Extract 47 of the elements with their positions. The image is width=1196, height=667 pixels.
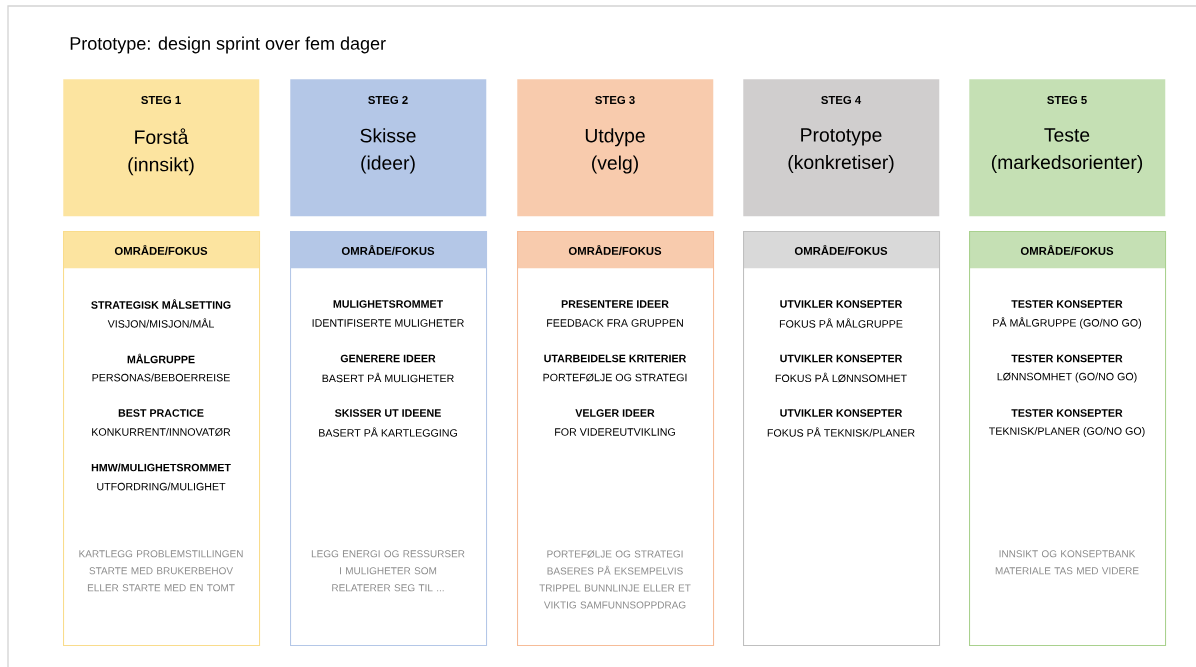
focus-heading: UTVIKLER KONSEPTER — [780, 409, 903, 417]
focus-detail: KONKURRENT/INNOVATØR — [92, 428, 231, 436]
focus-detail: FOR VIDEREUTVIKLING — [555, 428, 675, 436]
focus-heading: MULIGHETSROMMET — [333, 300, 443, 308]
note-text: INNSIKT OG KONSEPTBANK MATERIALE TAS MED VIDERE — [995, 550, 1139, 575]
focus-detail: PORTEFØLJE OG STRATEGI — [543, 373, 687, 382]
focus-detail: FOKUS PÅ TEKNISK/PLANER — [767, 427, 915, 437]
focus-heading: HMW/MULIGHETSROMMET — [91, 463, 231, 472]
focus-detail: LØNNSOMHET (GO/NO GO) — [997, 372, 1137, 383]
focus-detail: FOKUS PÅ MÅLGRUPPE — [779, 318, 903, 328]
focus-heading: BEST PRACTICE — [118, 409, 204, 417]
step-box: STEG 5 Teste (markedsorienter) — [969, 79, 1166, 217]
focus-detail: TEKNISK/PLANER (GO/NO GO) — [989, 427, 1145, 437]
focus-detail: BASERT PÅ MULIGHETER — [322, 372, 454, 383]
note-text: LEGG ENERGI OG RESSURSER I MULIGHETER SOM RELATERER SEG TIL ... — [311, 550, 465, 592]
focus-heading: UTVIKLER KONSEPTER — [780, 300, 903, 308]
focus-heading: TESTER KONSEPTER — [1011, 300, 1123, 308]
note-text: KARTLEGG PROBLEMSTILLINGEN STARTE MED BRUKERBEHOV ELLER STARTE MED EN TOMT — [79, 550, 243, 592]
focus-band: OMRÅDE/FOKUS — [290, 231, 487, 269]
focus-detail: PERSONAS/BEBOERREISE — [92, 373, 230, 382]
step-box: STEG 1 Forstå (innsikt) — [63, 79, 260, 217]
focus-heading: UTVIKLER KONSEPTER — [780, 354, 903, 363]
step-box: STEG 3 Utdype (velg) — [517, 79, 714, 217]
diagram-title: Prototype: design sprint over fem dager — [70, 36, 386, 54]
focus-heading: TESTER KONSEPTER — [1011, 409, 1123, 417]
focus-heading: SKISSER UT IDEENE — [335, 409, 441, 417]
focus-detail: FEEDBACK FRA GRUPPEN — [547, 319, 683, 327]
focus-band: OMRÅDE/FOKUS — [517, 231, 714, 269]
step-box: STEG 4 Prototype (konkretiser) — [743, 79, 940, 217]
focus-detail: UTFORDRING/MULIGHET — [97, 482, 226, 491]
focus-band: OMRÅDE/FOKUS — [969, 231, 1166, 269]
focus-detail: IDENTIFISERTE MULIGHETER — [312, 319, 464, 327]
focus-heading: TESTER KONSEPTER — [1011, 354, 1123, 363]
focus-heading: GENERERE IDEER — [340, 354, 436, 363]
focus-detail: PÅ MÅLGRUPPE (GO/NO GO) — [993, 317, 1141, 329]
focus-detail: BASERT PÅ KARTLEGGING — [319, 427, 457, 437]
focus-detail: FOKUS PÅ LØNNSOMHET — [775, 372, 907, 383]
focus-band: OMRÅDE/FOKUS — [743, 231, 940, 269]
focus-band: OMRÅDE/FOKUS — [63, 231, 260, 269]
focus-heading: UTARBEIDELSE KRITERIER — [544, 354, 687, 363]
focus-heading: PRESENTERE IDEER — [561, 300, 669, 308]
focus-heading: VELGER IDEER — [575, 409, 655, 417]
note-text: PORTEFØLJE OG STRATEGI BASERES PÅ EKSEMPELVIS TRIPPEL BUNNLINJE ELLER ET VIKTIG SAMFUNNSOPPDRAG — [539, 550, 691, 609]
focus-heading: MÅLGRUPPE — [127, 353, 195, 364]
focus-heading: STRATEGISK MÅLSETTING — [91, 299, 231, 309]
step-box: STEG 2 Skisse (ideer) — [290, 79, 487, 217]
focus-detail: VISJON/MISJON/MÅL — [107, 318, 214, 328]
